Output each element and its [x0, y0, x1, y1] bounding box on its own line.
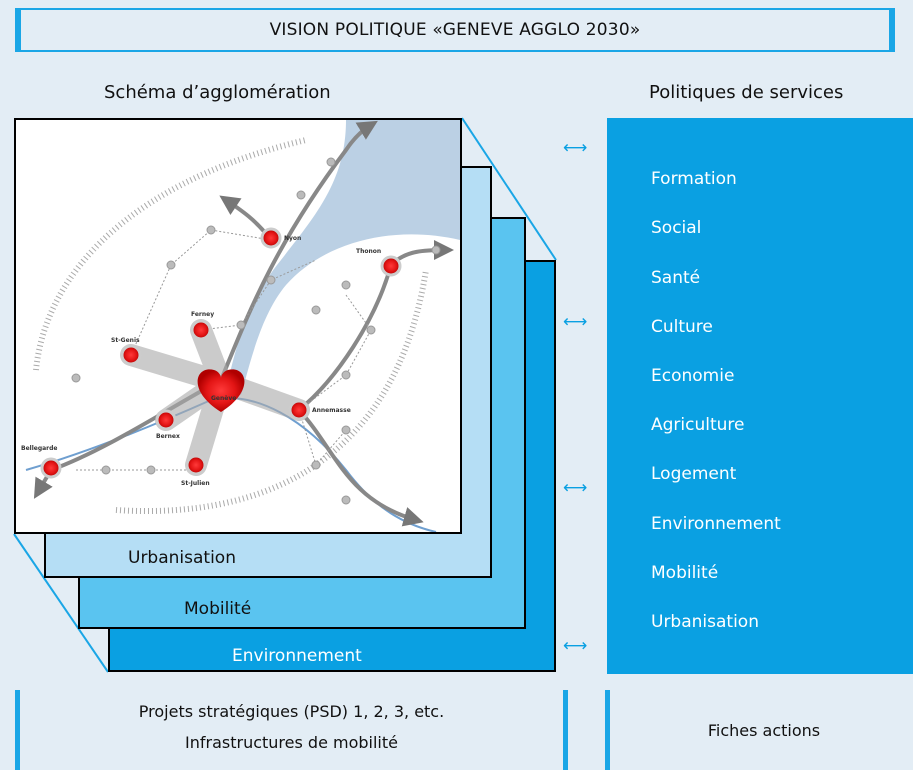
outer-arc-north [33, 137, 307, 371]
fiches-label: Fiches actions [707, 720, 821, 740]
service-item-sante: Santé [651, 268, 701, 288]
geneve-heart [197, 369, 245, 412]
services-panel: Formation Social Santé Culture Economie … [607, 118, 913, 674]
major-cities [40, 227, 402, 479]
city-ferney [190, 319, 212, 341]
lake-shape [226, 120, 460, 395]
link-arrow-2: ⟷ [563, 312, 588, 332]
map-label-st-genis: St-Genis [111, 337, 140, 344]
link-arrow-4: ⟷ [563, 636, 588, 656]
service-item-formation: Formation [651, 169, 737, 189]
map-label-st-julien: St-Julien [181, 480, 210, 487]
city-bellegarde [40, 457, 62, 479]
minor-nodes [71, 157, 441, 505]
title-bar: VISION POLITIQUE «GENEVE AGGLO 2030» [15, 8, 895, 52]
layer-label-environnement: Environnement [232, 646, 362, 666]
agglomeration-map: Nyon Thonon St-Genis Ferney Genève Annem… [14, 118, 462, 534]
service-item-logement: Logement [651, 464, 737, 484]
service-item-environnement: Environnement [651, 514, 781, 534]
service-item-social: Social [651, 218, 702, 238]
service-item-economie: Economie [651, 366, 735, 386]
map-label-bernex: Bernex [156, 433, 180, 440]
map-label-thonon: Thonon [356, 248, 381, 255]
fiches-box: Fiches actions [605, 690, 913, 770]
service-item-culture: Culture [651, 317, 713, 337]
secondary-network [76, 229, 372, 471]
map-label-nyon: Nyon [284, 235, 301, 242]
city-st-julien [185, 454, 207, 476]
psd-line-1: Projets stratégiques (PSD) 1, 2, 3, etc. [138, 702, 445, 721]
map-label-bellegarde: Bellegarde [21, 445, 58, 452]
river-path [25, 397, 437, 532]
city-nyon [260, 227, 282, 249]
link-arrow-3: ⟷ [563, 478, 588, 498]
layer-label-urbanisation: Urbanisation [128, 548, 236, 568]
page-title: VISION POLITIQUE «GENEVE AGGLO 2030» [269, 20, 641, 40]
map-label-annemasse: Annemasse [312, 407, 351, 414]
city-annemasse [288, 399, 310, 421]
map-graphic: Nyon Thonon St-Genis Ferney Genève Annem… [21, 120, 460, 532]
city-st-genis [120, 344, 142, 366]
map-labels: Nyon Thonon St-Genis Ferney Genève Annem… [21, 235, 381, 487]
psd-line-2: Infrastructures de mobilité [185, 733, 398, 752]
service-item-urbanisation: Urbanisation [651, 612, 759, 632]
city-thonon [380, 255, 402, 277]
layer-label-mobilite: Mobilité [184, 599, 252, 619]
link-arrow-1: ⟷ [563, 138, 588, 158]
schema-heading: Schéma d’agglomération [104, 82, 331, 103]
services-heading: Politiques de services [649, 82, 844, 103]
map-label-geneve: Genève [211, 395, 236, 402]
city-bernex [155, 409, 177, 431]
psd-box: Projets stratégiques (PSD) 1, 2, 3, etc.… [15, 690, 568, 770]
map-label-ferney: Ferney [191, 311, 214, 318]
service-item-agriculture: Agriculture [651, 415, 745, 435]
service-item-mobilite: Mobilité [651, 563, 719, 583]
